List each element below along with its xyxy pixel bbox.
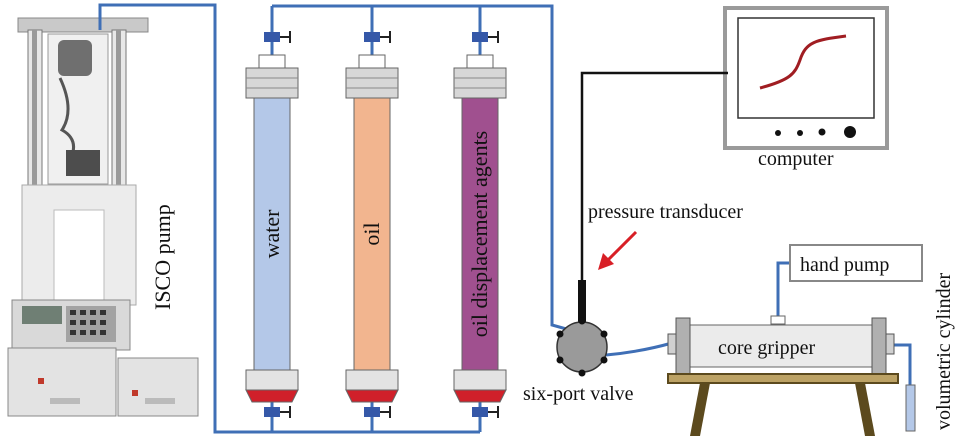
core-gripper bbox=[667, 315, 895, 375]
valves-bottom bbox=[264, 406, 499, 418]
pressure-arrow bbox=[598, 230, 638, 270]
volumetric-cylinder-label: volumetric cylinder bbox=[933, 272, 955, 430]
water-label: water bbox=[259, 209, 284, 259]
pressure-transducer-label: pressure transducer bbox=[588, 201, 743, 223]
agents-container bbox=[453, 54, 507, 403]
computer bbox=[723, 6, 889, 150]
pressure-transducer bbox=[578, 280, 586, 322]
isco-pump-label: ISCO pump bbox=[150, 204, 175, 310]
computer-curve bbox=[759, 34, 847, 90]
oil-container bbox=[345, 54, 399, 403]
signal-cable bbox=[580, 71, 728, 288]
hand-pump bbox=[789, 244, 923, 282]
oil-label: oil bbox=[359, 222, 384, 245]
water-container bbox=[245, 54, 299, 403]
computer-label: computer bbox=[758, 148, 834, 170]
oil-displacement-agents-label: oil displacement agents bbox=[467, 131, 492, 338]
table bbox=[667, 373, 899, 436]
six-port-valve-label: six-port valve bbox=[523, 383, 634, 405]
isco-pump bbox=[7, 17, 199, 417]
core-gripper-label: core gripper bbox=[718, 337, 816, 359]
volumetric-cylinder bbox=[905, 384, 916, 432]
hand-pump-label: hand pump bbox=[800, 254, 889, 276]
piping bbox=[98, 3, 912, 434]
six-port-valve bbox=[556, 317, 608, 377]
valves-top bbox=[264, 31, 499, 43]
